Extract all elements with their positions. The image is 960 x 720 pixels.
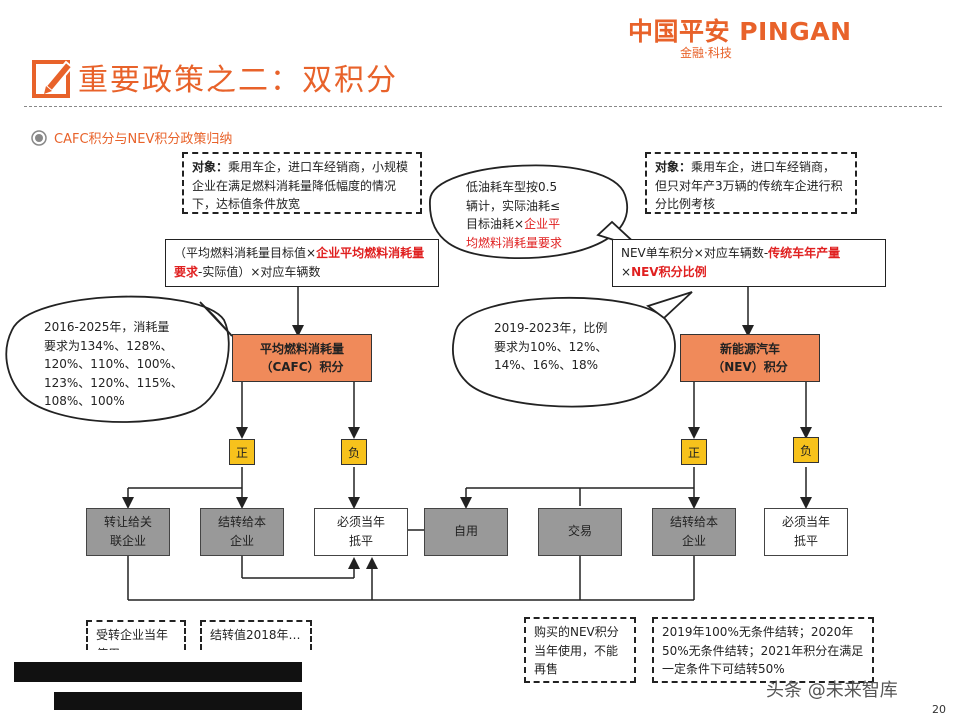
pencil-edit-icon (32, 60, 74, 98)
right-object-label: 对象： (655, 160, 692, 174)
self-use-box: 自用 (424, 508, 508, 556)
pingan-logo: 中国平安 PINGAN (628, 17, 852, 46)
redaction-bar (54, 692, 302, 710)
left-object-box: 对象：乘用车企，进口车经销商，小规模企业在满足燃料消耗量降低幅度的情况下，达标值… (182, 152, 422, 214)
left-formula-tail: -实际值）×对应车辆数 (198, 264, 321, 279)
left-formula-emphasis: 企业平均燃料消耗量要求 (174, 246, 425, 279)
right-formula-mid: × (621, 264, 632, 279)
transfer-affiliate-box: 转让给关 联企业 (86, 508, 170, 556)
left-formula-box: （平均燃料消耗量目标值×企业平均燃料消耗量要求-实际值）×对应车辆数 (165, 239, 439, 287)
right-positive-tag: 正 (681, 439, 707, 465)
left-offset-box: 必须当年 抵平 (314, 508, 408, 556)
left-carryover-box: 结转给本 企业 (200, 508, 284, 556)
section-label: CAFC积分与NEV积分政策归纳 (54, 132, 233, 147)
page-number: 20 (932, 703, 946, 716)
right-object-box: 对象：乘用车企，进口车经销商，但只对年产3万辆的传统车企进行积分比例考核 (645, 152, 857, 214)
redaction-bar (14, 662, 302, 682)
right-carryover-box: 结转给本 企业 (652, 508, 736, 556)
right-bubble-text: 2019-2023年，比例 要求为10%、12%、 14%、16%、18% (494, 321, 608, 373)
radio-bullet-icon (31, 130, 47, 146)
left-bubble-text: 2016-2025年，消耗量 要求为134%、128%、 120%、110%、1… (44, 320, 183, 409)
left-negative-tag: 负 (341, 439, 367, 465)
page-title: 重要政策之二：双积分 (78, 63, 398, 98)
nev-carryover-note: 2019年100%无条件结转；2020年50%无条件结转；2021年积分在满足一… (652, 617, 874, 683)
left-object-text: 乘用车企，进口车经销商，小规模企业在满足燃料消耗量降低幅度的情况下，达标值条件放… (192, 160, 409, 212)
center-bubble-text: 低油耗车型按0.5 辆计，实际油耗≤ 目标油耗×企业平 均燃料消耗量要求 (466, 180, 563, 250)
right-object-text: 乘用车企，进口车经销商，但只对年产3万辆的传统车企进行积分比例考核 (655, 160, 843, 212)
right-offset-box: 必须当年 抵平 (764, 508, 848, 556)
title-divider (24, 106, 942, 107)
watermark: 头条 @未来智库 (766, 680, 898, 701)
right-formula-box: NEV单车积分×对应车辆数-传统车年产量 ×NEV积分比例 (612, 239, 886, 287)
carryover-note: 结转值2018年… (200, 620, 312, 650)
transfer-note: 受转企业当年使用，… (86, 620, 186, 650)
right-formula-emphasis-2: NEV积分比例 (631, 264, 707, 279)
cafc-credit-box: 平均燃料消耗量 （CAFC）积分 (232, 334, 372, 382)
left-positive-tag: 正 (229, 439, 255, 465)
trade-note: 购买的NEV积分当年使用，不能再售 (524, 617, 636, 683)
left-formula-text: （平均燃料消耗量目标值× (174, 246, 317, 260)
right-negative-tag: 负 (793, 437, 819, 463)
right-formula-emphasis-1: 传统车年产量 (768, 246, 841, 260)
trade-box: 交易 (538, 508, 622, 556)
logo-tagline: 金融·科技 (680, 46, 732, 60)
nev-credit-box: 新能源汽车 （NEV）积分 (680, 334, 820, 382)
left-object-label: 对象： (192, 160, 229, 174)
right-formula-text: NEV单车积分×对应车辆数- (621, 246, 769, 260)
